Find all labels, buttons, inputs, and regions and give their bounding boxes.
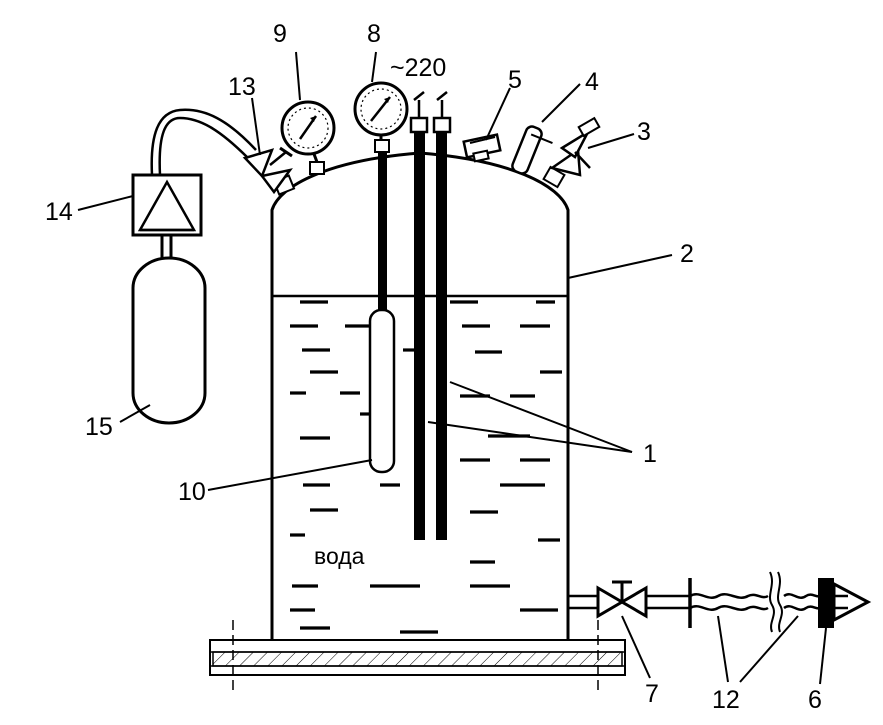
- label-8: 8: [367, 20, 381, 48]
- fitting-5: [462, 133, 502, 163]
- label-15: 15: [85, 413, 113, 441]
- pump-14: [131, 173, 203, 258]
- center-dashed-lines: [232, 620, 599, 692]
- heating-rods: [409, 91, 452, 540]
- base-plate: [209, 639, 626, 676]
- label-10: 10: [178, 478, 206, 506]
- label-5: 5: [508, 66, 522, 94]
- callout-labels: 1 2 3 4 5 6 7 8 9 10 12 13 14 15 ~220 во…: [45, 20, 822, 714]
- label-13: 13: [228, 73, 256, 101]
- leader-lines: [77, 51, 827, 685]
- valve-3: [542, 116, 601, 189]
- voltage-label: ~220: [390, 54, 446, 82]
- outlet-assembly: [568, 571, 872, 633]
- water-label: вода: [314, 543, 365, 569]
- hose: [150, 108, 257, 176]
- label-2: 2: [680, 240, 694, 268]
- pressure-gauge-8: [353, 81, 409, 153]
- label-9: 9: [273, 20, 287, 48]
- label-7: 7: [645, 680, 659, 708]
- thermometer-probe: [368, 150, 396, 474]
- label-3: 3: [637, 118, 651, 146]
- valve-13: [242, 146, 296, 196]
- label-1: 1: [643, 440, 657, 468]
- label-12: 12: [712, 686, 740, 714]
- label-6: 6: [808, 686, 822, 714]
- gas-cylinder-15: [131, 256, 207, 425]
- label-4: 4: [585, 68, 599, 96]
- label-14: 14: [45, 198, 73, 226]
- pressure-gauge-9: [280, 100, 336, 175]
- safety-valve-4: [511, 125, 553, 175]
